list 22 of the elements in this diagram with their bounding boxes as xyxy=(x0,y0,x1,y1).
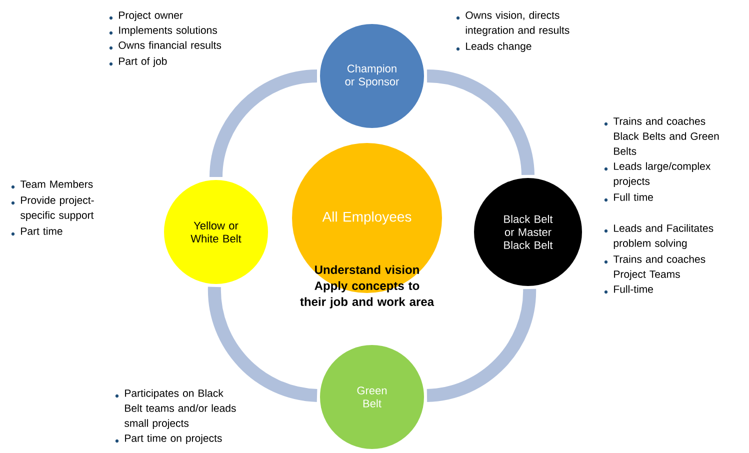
bullet-item: Part time xyxy=(11,227,62,236)
ring-arc xyxy=(426,70,534,176)
bullet-item: Trains and coaches Black Belts and Green Belts xyxy=(604,117,719,155)
bullet-item: Leads large/complex projects xyxy=(604,162,711,187)
ring-arc xyxy=(426,288,536,402)
bullet-item: Provide project-specific support xyxy=(11,196,94,221)
bullet-item: Full time xyxy=(604,193,653,202)
ring-arc xyxy=(210,70,318,178)
bullet-item: Leads change xyxy=(456,42,532,52)
bullet-item: Implements solutions xyxy=(109,26,217,36)
bullet-item: Full-time xyxy=(604,285,653,294)
bullet-item: Project owner xyxy=(109,11,183,21)
bullet-item: Part time on projects xyxy=(115,434,222,444)
bullet-item: Owns financial results xyxy=(109,41,222,50)
bullet-item: Owns vision, directs integration and results xyxy=(456,11,570,36)
bullet-item: Participates on Black Belt teams and/or leads small projects xyxy=(115,389,236,429)
bullet-item: Trains and coaches Project Teams xyxy=(604,255,706,280)
role-description: Understand vision xyxy=(315,265,419,274)
bullet-item: Leads and Facilitates problem solving xyxy=(604,224,714,249)
bullet-item: Part of job xyxy=(109,57,167,67)
bullet-item: Team Members xyxy=(11,180,93,189)
ring-arc xyxy=(208,286,318,402)
